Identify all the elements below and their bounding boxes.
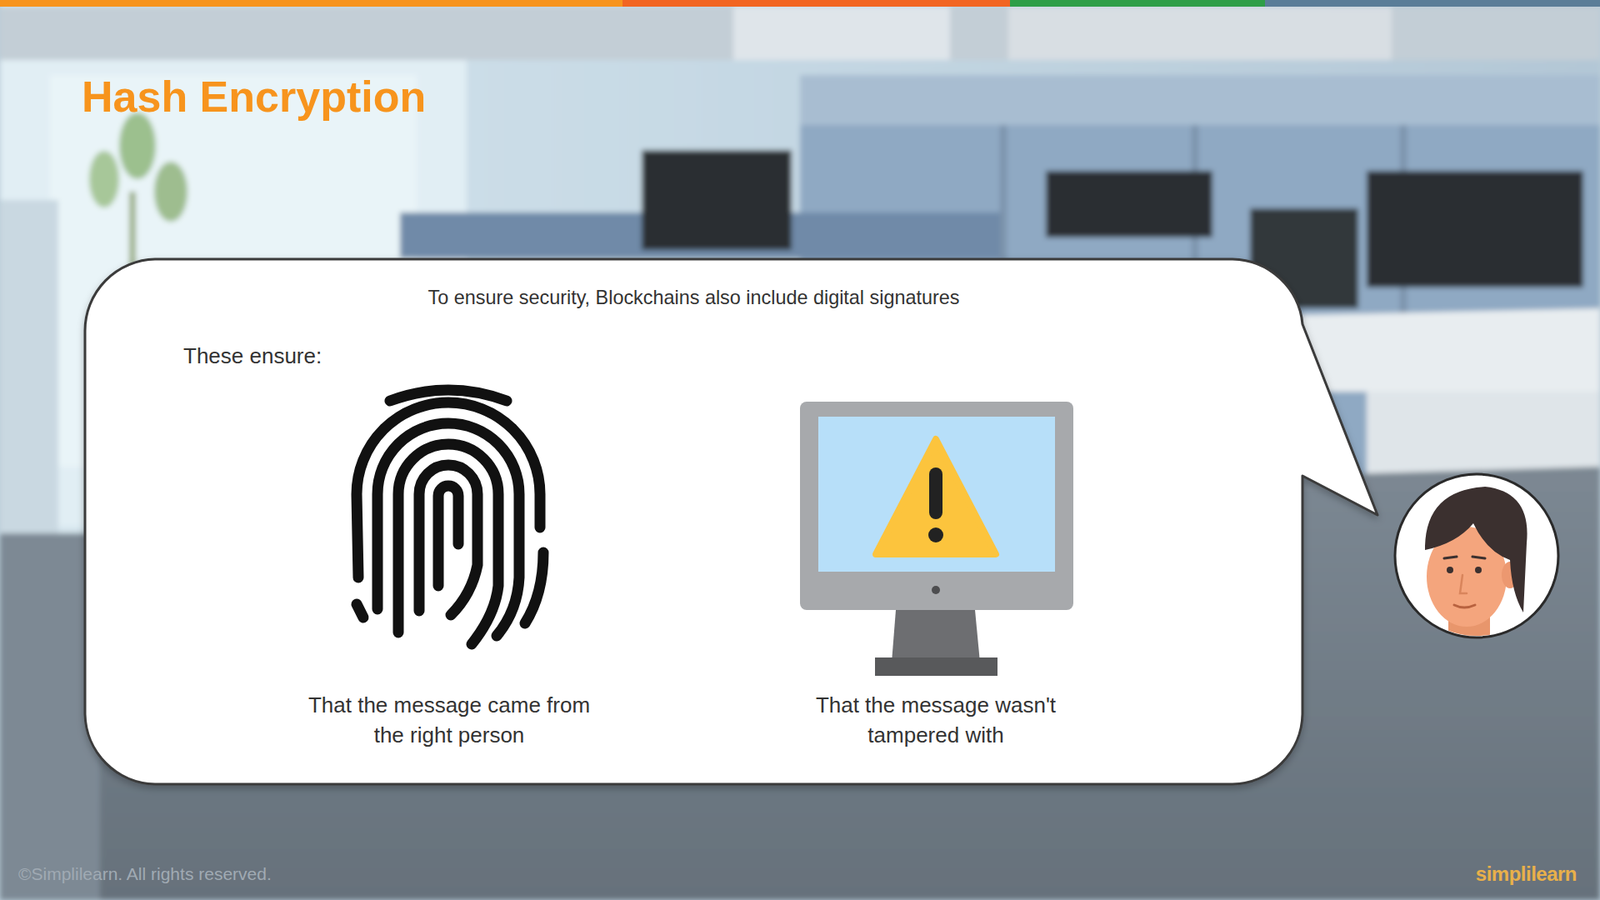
brand-logo: simplilearn (1475, 862, 1577, 886)
icon-caption: That the message wasn't tampered with (794, 690, 1078, 751)
bubble-heading: To ensure security, Blockchains also inc… (83, 285, 1305, 310)
avatar (1395, 474, 1559, 659)
speech-bubble: To ensure security, Blockchains also inc… (83, 257, 1384, 791)
bubble-icons (83, 257, 1384, 791)
bubble-outline (83, 257, 1384, 791)
monitor-warning-icon (800, 401, 1074, 676)
icon-caption: That the message came from the right per… (307, 690, 591, 751)
copyright-footer: ©Simplilearn. All rights reserved. (18, 864, 272, 885)
bubble-subheading: These ensure: (183, 342, 322, 371)
fingerprint-icon (356, 390, 544, 645)
slide-title: Hash Encryption (81, 75, 426, 119)
